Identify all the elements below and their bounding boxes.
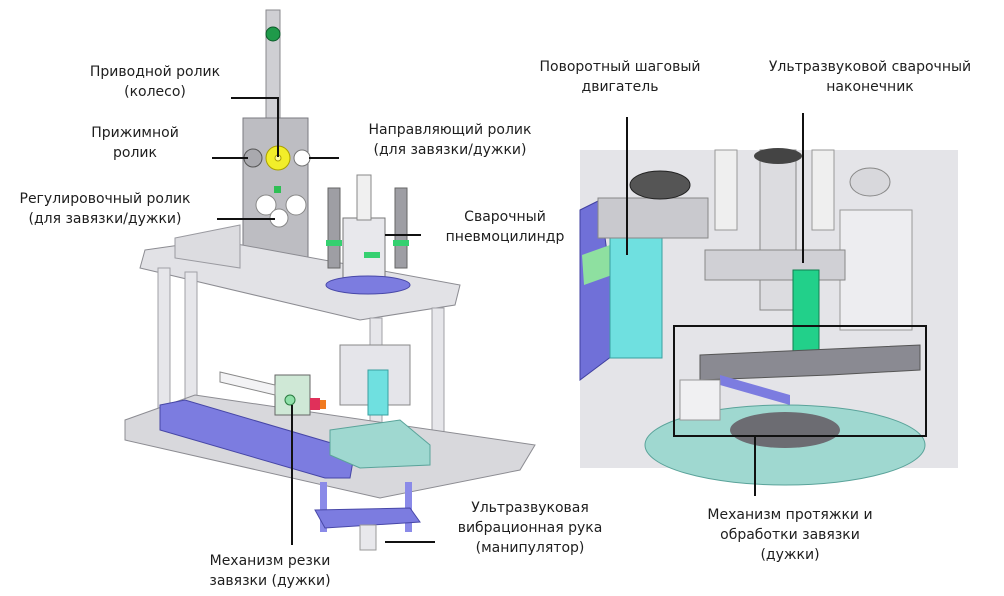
ultrasonic-arm-shape (314, 507, 421, 529)
feed-mechanism-plate (699, 344, 921, 381)
label-adjusting-roller: Регулировочный ролик (для завязки/дужки) (19, 191, 191, 227)
welding-cylinder-shape (342, 217, 386, 279)
green-knob (265, 26, 281, 42)
leader-welding-cylinder (385, 234, 421, 236)
leader-ultrasonic-tip (802, 113, 804, 263)
label-cutting-mechanism: Механизм резки завязки (дужки) (209, 553, 331, 589)
leader-pressure-roller (212, 157, 248, 159)
feed-mechanism-highlight-box (673, 325, 927, 437)
blue-ring-base (325, 275, 411, 295)
label-guide-roller: Направляющий ролик (для завязки/дужки) (368, 122, 532, 158)
label-stepper-motor: Поворотный шаговый двигатель (539, 59, 701, 95)
label-pressure-roller: Прижимной ролик (91, 125, 179, 161)
stepper-motor-shape (609, 227, 663, 359)
leader-adjusting-roller (217, 218, 275, 220)
leader-stepper-motor (626, 117, 628, 255)
leader-cutting-mechanism (291, 405, 293, 545)
pulley-gear (629, 170, 691, 200)
blue-rail (159, 399, 356, 479)
leader-drive-roller-vert (277, 97, 279, 157)
leader-drive-roller (231, 97, 279, 99)
label-feed-mechanism: Механизм протяжки и обработки завязки (д… (707, 507, 873, 563)
ultrasonic-tip-shape (792, 269, 820, 356)
label-ultrasonic-arm: Ультразвуковая вибрационная рука (манипу… (457, 500, 603, 556)
leader-guide-roller (309, 157, 339, 159)
label-ultrasonic-tip: Ультразвуковой сварочный наконечник (768, 59, 972, 95)
label-welding-cylinder: Сварочный пневмоцилиндр (445, 209, 565, 245)
label-drive-roller: Приводной ролик (колесо) (89, 64, 221, 100)
leader-feed-mechanism (754, 436, 756, 496)
leader-ultrasonic-arm (385, 541, 435, 543)
